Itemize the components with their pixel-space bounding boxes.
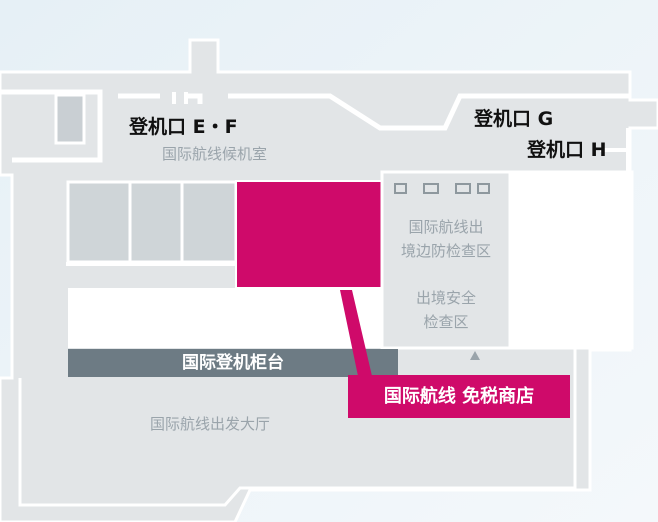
corridor-wall — [0, 89, 630, 163]
waiting-room-label: 国际航线候机室 — [162, 145, 268, 163]
shop-block — [180, 180, 238, 264]
gate-post — [172, 92, 188, 104]
gate-ef-label: 登机口 E・F — [129, 116, 238, 138]
inspection-booth — [394, 183, 407, 194]
lower-room — [68, 288, 382, 348]
gate-h-label: 登机口 H — [527, 139, 607, 161]
inspection-booth — [477, 183, 490, 194]
departure-hall-wall — [18, 348, 577, 507]
check-in-counter-label: 国际登机柜台 — [182, 353, 284, 373]
security-label-line2: 检查区 — [423, 313, 469, 331]
duty-free-shop-area[interactable] — [235, 180, 383, 289]
duty-free-shop-callout[interactable]: 国际航线 免税商店 — [348, 375, 570, 418]
security-label-line1: 出境安全 — [415, 289, 476, 307]
inspection-booth — [455, 183, 471, 194]
immigration-area-label: 国际航线出 境边防检查区 — [386, 215, 506, 263]
entrance-arrow-icon — [470, 351, 480, 360]
shop-block — [128, 180, 184, 264]
check-in-counter — [68, 349, 398, 377]
immigration-label-line1: 国际航线出 — [408, 218, 484, 236]
departure-hall-label: 国际航线出发大厅 — [150, 415, 271, 433]
security-area-label: 出境安全 检查区 — [386, 286, 506, 334]
shop-block — [66, 180, 132, 264]
callout-pointer — [340, 290, 372, 376]
immigration-label-line2: 境边防检查区 — [400, 242, 491, 260]
service-room — [54, 93, 86, 145]
gate-h-room — [508, 170, 634, 350]
inspection-booth — [423, 183, 439, 194]
gate-g-label: 登机口 G — [474, 108, 554, 130]
